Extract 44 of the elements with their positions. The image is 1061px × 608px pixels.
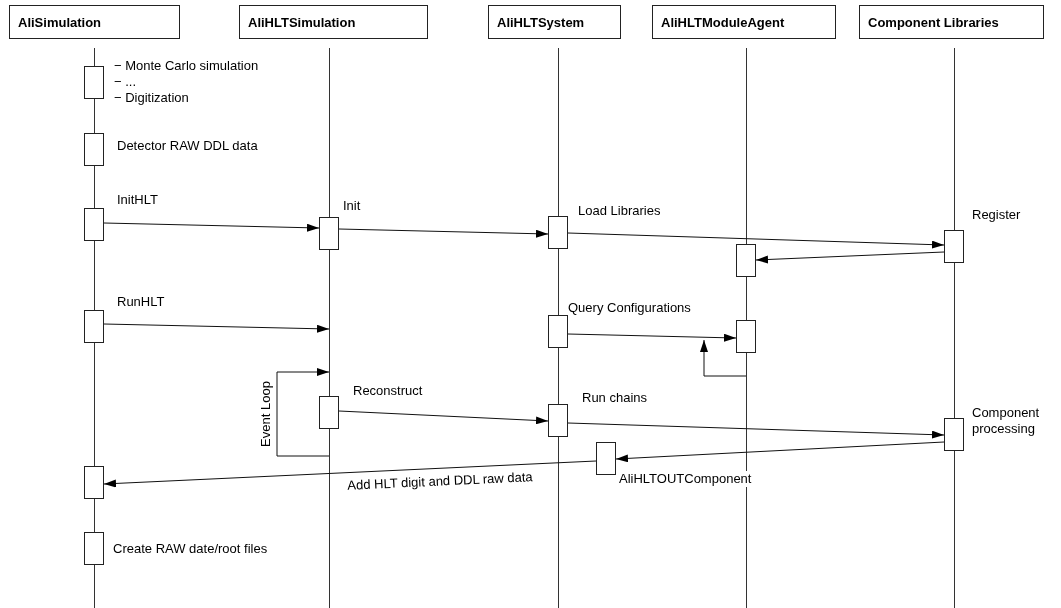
- activation-note: AliHLTOUTComponent: [619, 471, 752, 487]
- activation-bar: [84, 532, 104, 565]
- message-arrow: [700, 339, 747, 377]
- activation-bar: [84, 208, 104, 241]
- message-arrow: [103, 222, 320, 232]
- edge-label: Add HLT digit and DDL raw data: [346, 469, 534, 493]
- activation-note: Register: [972, 207, 1021, 223]
- activation-bar: [319, 217, 339, 250]
- participant-box: [652, 5, 836, 39]
- participant-name: AliSimulation: [18, 14, 102, 30]
- message-arrow: [338, 228, 549, 238]
- message-arrow: [103, 323, 330, 333]
- message-arrow: [338, 410, 549, 425]
- activation-note: Query Configurations: [568, 300, 691, 316]
- activation-bar: [84, 466, 104, 499]
- message-arrow: [615, 441, 945, 463]
- activation-note: Component processing: [972, 405, 1040, 436]
- message-arrow: [567, 232, 945, 249]
- activation-bar: [84, 66, 104, 99]
- activation-bar: [84, 310, 104, 343]
- participant-box: [9, 5, 180, 39]
- participant-name: AliHLTSystem: [497, 14, 585, 30]
- message-arrow: [567, 422, 945, 439]
- activation-bar: [944, 418, 964, 451]
- activation-bar: [736, 244, 756, 277]
- activation-bar: [548, 404, 568, 437]
- participant-name: Component Libraries: [868, 14, 999, 30]
- message-arrow: [276, 368, 330, 457]
- message-arrow: [567, 333, 737, 342]
- participant-box: [859, 5, 1044, 39]
- activation-bar: [736, 320, 756, 353]
- message-arrow: [755, 251, 945, 264]
- activation-bar: [944, 230, 964, 263]
- activation-bar: [319, 396, 339, 429]
- message-arrow: [103, 460, 597, 488]
- participant-box: [488, 5, 621, 39]
- activation-bar: [84, 133, 104, 166]
- participant-name: AliHLTSimulation: [248, 14, 356, 30]
- participant-box: [239, 5, 428, 39]
- activation-bar: [596, 442, 616, 475]
- activation-note: − Digitization: [114, 90, 189, 106]
- activation-bar: [548, 216, 568, 249]
- participant-name: AliHLTModuleAgent: [661, 14, 785, 30]
- activation-bar: [548, 315, 568, 348]
